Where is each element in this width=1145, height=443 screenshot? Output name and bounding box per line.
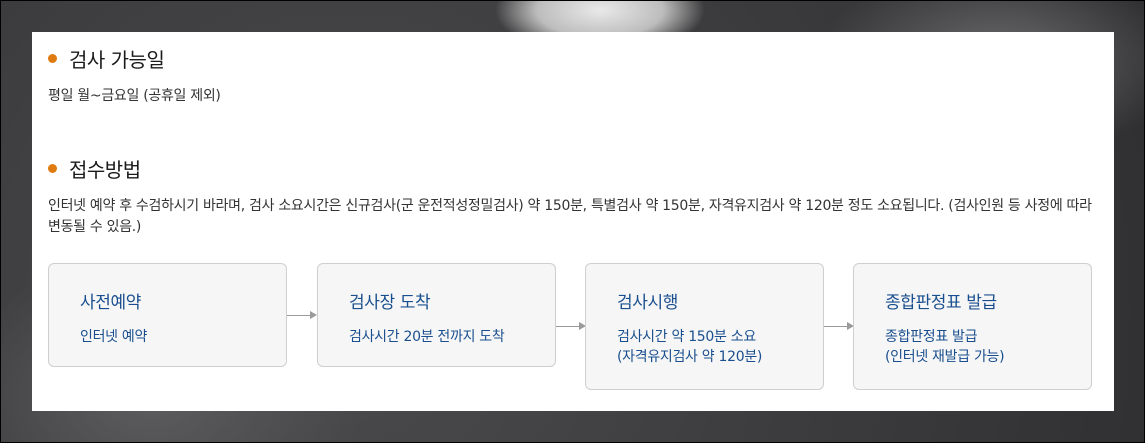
available-days-description: 평일 월~금요일 (공휴일 제외) <box>48 88 221 104</box>
step-description: 인터넷 예약 <box>80 327 286 347</box>
step-card-examination: 검사시행 검사시간 약 150분 소요 (자격유지검사 약 120분) <box>585 263 824 390</box>
step-description-line: 검사시간 약 150분 소요 <box>617 329 756 345</box>
section-title-application-method: 접수방법 <box>48 154 141 183</box>
arrow-right-icon <box>824 322 854 331</box>
step-title: 검사시행 <box>617 293 678 313</box>
step-description-line: 종합판정표 발급 <box>885 329 978 345</box>
step-description-line: (자격유지검사 약 120분) <box>617 349 763 365</box>
content-panel: 검사 가능일 평일 월~금요일 (공휴일 제외) 접수방법 인터넷 예약 후 수… <box>32 32 1114 411</box>
step-card-reservation: 사전예약 인터넷 예약 <box>48 263 287 367</box>
arrow-right-icon <box>556 322 586 331</box>
step-description-line: (인터넷 재발급 가능) <box>885 349 1005 365</box>
section-title-available-days: 검사 가능일 <box>48 44 165 73</box>
step-description-line: 인터넷 예약 <box>80 329 148 345</box>
application-method-description: 인터넷 예약 후 수검하시기 바라며, 검사 소요시간은 신규검사(군 운전적성… <box>48 198 1092 235</box>
step-title: 종합판정표 발급 <box>885 293 997 313</box>
section-title-available-days-text: 검사 가능일 <box>69 48 165 72</box>
step-description: 종합판정표 발급 (인터넷 재발급 가능) <box>885 327 1091 367</box>
step-description-line: 검사시간 20분 전까지 도착 <box>349 329 505 345</box>
step-title: 검사장 도착 <box>349 293 431 313</box>
step-title: 사전예약 <box>80 293 141 313</box>
process-steps: 사전예약 인터넷 예약 검사장 도착 검사시간 20분 전까지 도착 검사시행 … <box>48 263 1094 391</box>
step-card-arrival: 검사장 도착 검사시간 20분 전까지 도착 <box>317 263 556 367</box>
step-description: 검사시간 약 150분 소요 (자격유지검사 약 120분) <box>617 327 823 367</box>
step-card-report-issuance: 종합판정표 발급 종합판정표 발급 (인터넷 재발급 가능) <box>853 263 1092 390</box>
section-title-application-method-text: 접수방법 <box>69 158 141 182</box>
orange-dot-icon <box>48 164 57 173</box>
orange-dot-icon <box>48 54 57 63</box>
step-description: 검사시간 20분 전까지 도착 <box>349 327 555 347</box>
arrow-right-icon <box>287 311 317 320</box>
